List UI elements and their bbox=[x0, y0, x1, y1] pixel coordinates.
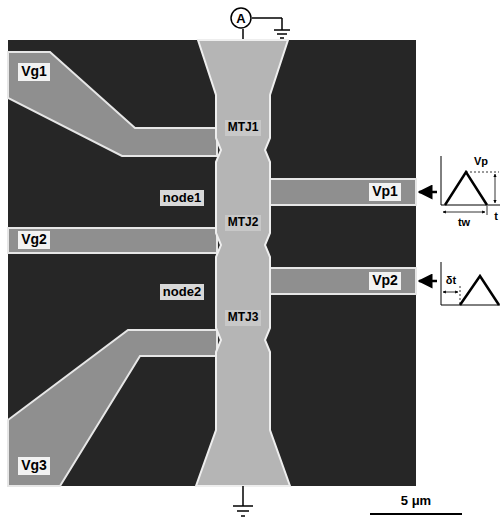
node-label: node2 bbox=[160, 284, 204, 300]
gate-label: Vg1 bbox=[18, 63, 50, 80]
junction-label: MTJ2 bbox=[225, 215, 262, 230]
pulse-arrow bbox=[419, 191, 437, 194]
node-text: A bbox=[236, 12, 245, 25]
dimension-label: Vp bbox=[471, 154, 491, 168]
electrodes bbox=[8, 52, 416, 486]
dimension-label: tw bbox=[455, 215, 473, 229]
ground-symbol bbox=[233, 486, 253, 516]
junction-label: MTJ1 bbox=[225, 120, 262, 135]
axis-label: t bbox=[491, 209, 501, 223]
gate-label: Vg2 bbox=[18, 231, 50, 248]
pulse-arrow bbox=[419, 280, 437, 283]
junction-label: MTJ3 bbox=[225, 310, 262, 325]
dimension-label: δt bbox=[443, 273, 459, 287]
gate-label: Vg3 bbox=[18, 457, 50, 474]
pulse-label: Vp1 bbox=[369, 183, 401, 200]
scale-bar bbox=[370, 513, 462, 515]
pulse-inset bbox=[441, 262, 500, 305]
pulse-inset bbox=[441, 156, 500, 215]
sem-background bbox=[8, 40, 416, 486]
ammeter-circle bbox=[231, 8, 251, 28]
scale-label: 5 μm bbox=[398, 493, 434, 509]
center-strip bbox=[196, 40, 290, 486]
node-label: node1 bbox=[160, 190, 204, 206]
ammeter-symbol: A bbox=[230, 7, 252, 29]
pulse-label: Vp2 bbox=[369, 272, 401, 289]
